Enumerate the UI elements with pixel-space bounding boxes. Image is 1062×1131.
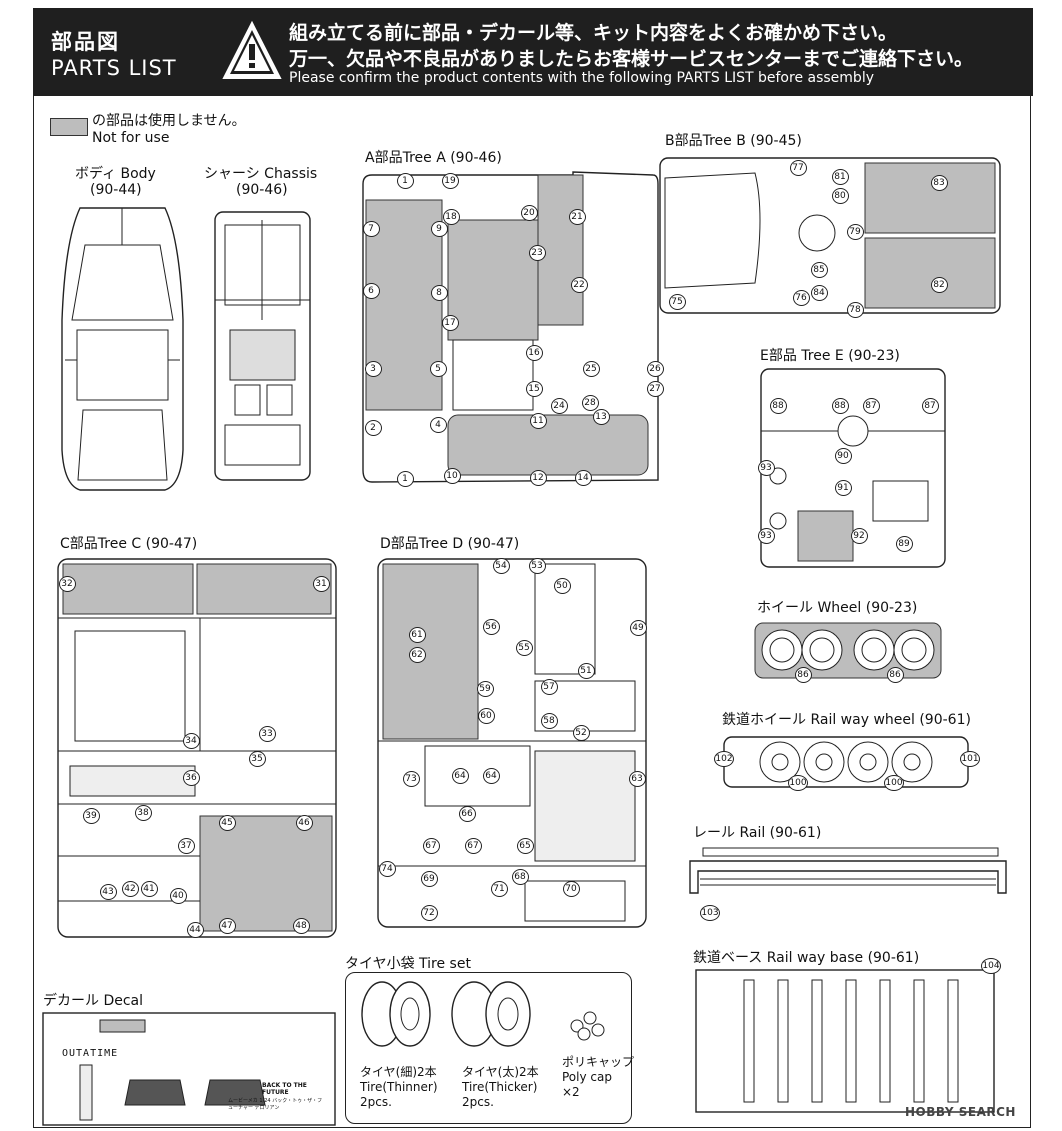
warning-jp-2: 万一、欠品や不良品がありましたらお客様サービスセンターまでご連絡下さい。 <box>289 48 974 70</box>
wheel-drawing <box>754 622 942 679</box>
tree-a-title: A部品Tree A (90-46) <box>365 150 502 166</box>
tireset-title: タイヤ小袋 Tire set <box>345 956 471 972</box>
chassis-title: シャーシ Chassis <box>204 166 318 182</box>
rail-drawing <box>689 847 1007 894</box>
decal-title: デカール Decal <box>43 993 144 1009</box>
tireset-drawing <box>361 981 605 1047</box>
railwheel-title: 鉄道ホイール Rail way wheel (90-61) <box>722 712 971 728</box>
tree-a-drawing <box>362 171 659 483</box>
warning-jp-1: 組み立てる前に部品・デカール等、キット内容をよくお確かめ下さい。 <box>289 22 898 44</box>
railwheel-drawing <box>723 736 969 788</box>
tree-c-drawing <box>57 558 337 938</box>
watermark: HOBBY SEARCH <box>905 1105 1016 1119</box>
tire-thick-label: タイヤ(太)2本 Tire(Thicker) 2pcs. <box>462 1065 539 1110</box>
body-code: (90-44) <box>90 182 142 198</box>
railbase-drawing <box>695 969 995 1113</box>
warning-en: Please confirm the product contents with… <box>289 70 874 86</box>
tire-thin-en: Tire(Thinner) <box>360 1080 438 1094</box>
tree-e-title: E部品 Tree E (90-23) <box>760 348 900 364</box>
tireset-frame <box>345 972 632 1124</box>
tree-b-drawing <box>659 157 1001 314</box>
title-jp: 部品図 <box>51 30 120 54</box>
decal-logo-text: BACK TO THE FUTURE <box>262 1082 307 1096</box>
decal-plate-text: OUTATIME <box>62 1048 119 1059</box>
rail-title: レール Rail (90-61) <box>693 825 822 841</box>
tire-thin-jp: タイヤ(細)2本 <box>360 1065 437 1079</box>
tire-thin-label: タイヤ(細)2本 Tire(Thinner) 2pcs. <box>360 1065 438 1110</box>
title-en: PARTS LIST <box>51 56 177 80</box>
legend-text-jp: の部品は使用しません。 <box>92 113 246 129</box>
decal-drawing <box>42 1012 336 1126</box>
railbase-title: 鉄道ベース Rail way base (90-61) <box>693 950 920 966</box>
warning-triangle-icon <box>222 20 282 79</box>
tire-thick-en: Tire(Thicker) <box>462 1080 538 1094</box>
tree-d-title: D部品Tree D (90-47) <box>380 536 520 552</box>
decal-caption-text: ムービーメカ 1/24 バック・トゥ・ザ・フューチャー デロリアン <box>228 1098 323 1111</box>
tree-c-title: C部品Tree C (90-47) <box>60 536 198 552</box>
body-drawing <box>61 207 184 491</box>
header-bar: 部品図 PARTS LIST 組み立てる前に部品・デカール等、キット内容をよくお… <box>33 8 1033 96</box>
tree-b-title: B部品Tree B (90-45) <box>665 133 802 149</box>
polycap-qty: ×2 <box>562 1085 580 1099</box>
polycap-label: ポリキャップ Poly cap ×2 <box>562 1055 634 1100</box>
wheel-title: ホイール Wheel (90-23) <box>757 600 918 616</box>
tree-e-drawing <box>760 368 946 568</box>
body-title: ボディ Body <box>75 166 156 182</box>
legend-text-en: Not for use <box>92 130 170 146</box>
tree-d-drawing <box>377 558 647 928</box>
chassis-code: (90-46) <box>236 182 288 198</box>
tire-thin-qty: 2pcs. <box>360 1095 392 1109</box>
chassis-drawing <box>214 211 311 481</box>
polycap-jp: ポリキャップ <box>562 1055 635 1069</box>
tire-thick-qty: 2pcs. <box>462 1095 494 1109</box>
tire-thick-jp: タイヤ(太)2本 <box>462 1065 539 1079</box>
legend-swatch <box>50 118 88 136</box>
polycap-en: Poly cap <box>562 1070 612 1084</box>
